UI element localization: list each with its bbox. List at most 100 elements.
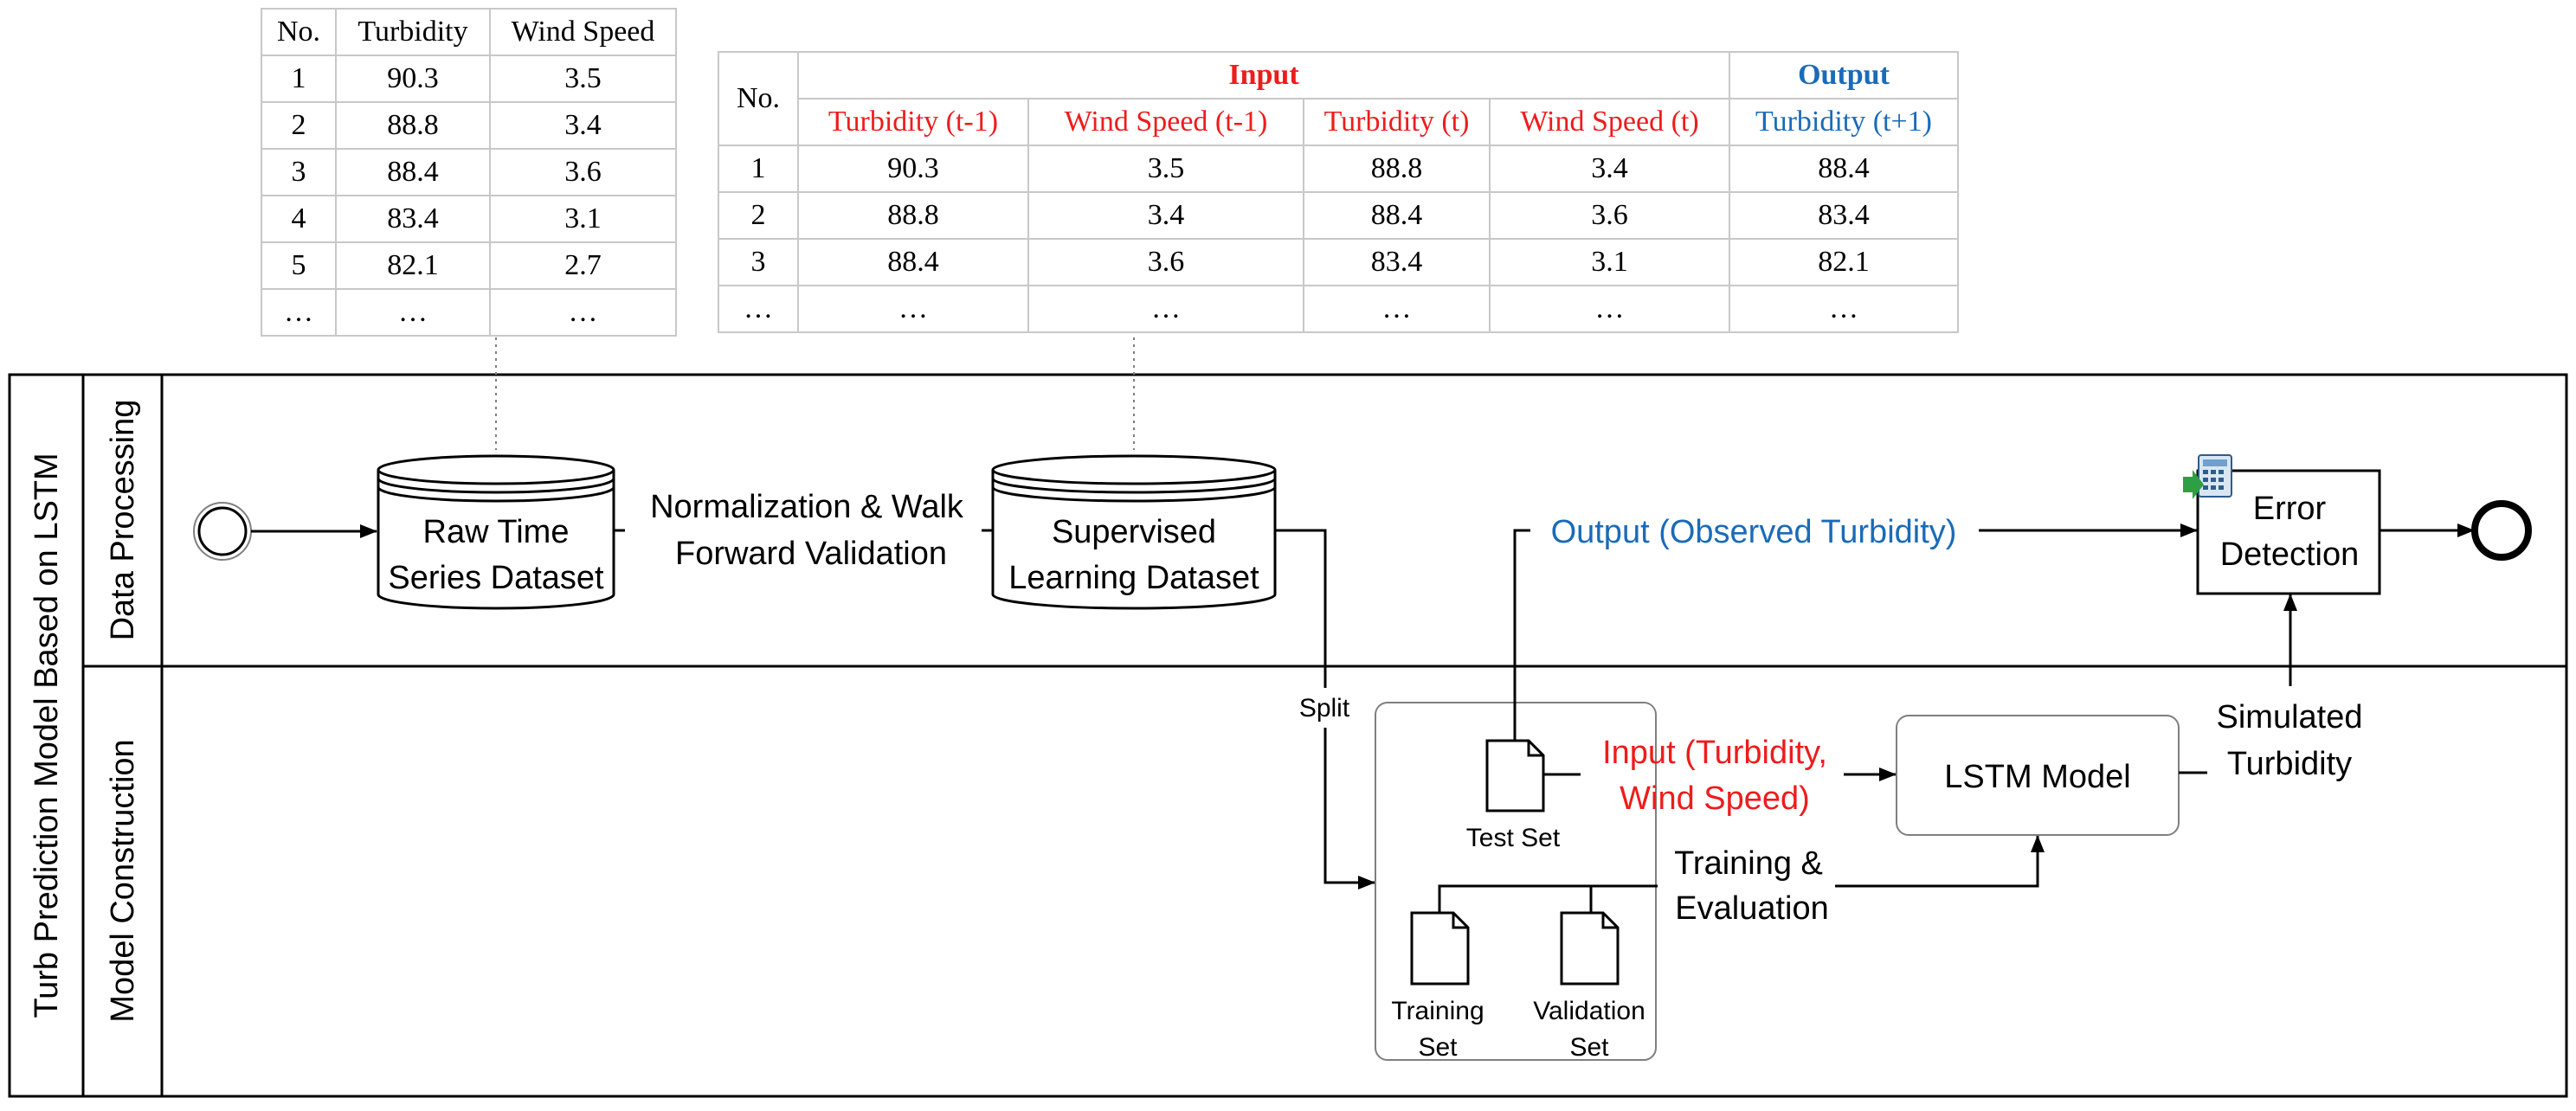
table-header-row: No. Input Output xyxy=(718,51,1959,146)
training-eval-label-line1: Training & xyxy=(1674,845,1823,882)
supervised-data-table: No. Input Output Turbidity (t-1) Wind Sp… xyxy=(718,51,1959,333)
table-header-cell: Wind Speed xyxy=(489,8,677,56)
table-row: … … … xyxy=(261,288,677,337)
table-row: 3 88.4 3.6 xyxy=(261,148,677,196)
pool-border xyxy=(8,373,2568,1098)
table-header-cell: No. xyxy=(261,8,337,56)
training-set-label-line1: Training xyxy=(1391,997,1484,1025)
output-observed-label: Output (Observed Turbidity) xyxy=(1551,514,1957,550)
raw-dataset-label-line1: Raw Time xyxy=(423,514,570,550)
validation-set-document-icon xyxy=(1560,911,1620,986)
table-cell: 3.4 xyxy=(489,101,677,150)
table-cell: 3.5 xyxy=(489,55,677,103)
table-cell: … xyxy=(797,285,1029,333)
split-label: Split xyxy=(1299,694,1350,722)
test-set-document-icon xyxy=(1485,739,1545,812)
table-cell: 3.4 xyxy=(1027,191,1304,240)
training-set-label-line2: Set xyxy=(1418,1033,1458,1062)
table-row: 1 90.3 3.5 88.8 3.4 88.4 xyxy=(718,144,1959,193)
table-cell: 88.8 xyxy=(797,191,1029,240)
input-label-line1: Input (Turbidity, xyxy=(1602,735,1827,771)
table-cell: 88.4 xyxy=(797,238,1029,286)
test-set-label: Test Set xyxy=(1466,824,1561,852)
table-header-cell: Turbidity (t+1) xyxy=(1729,98,1959,146)
table-cell: 83.4 xyxy=(1729,191,1959,240)
table-cell: 82.1 xyxy=(1729,238,1959,286)
lstm-model-label: LSTM Model xyxy=(1944,759,2130,795)
pool-label: Turb Prediction Model Based on LSTM xyxy=(29,453,65,1018)
end-event xyxy=(2471,500,2532,561)
raw-dataset-store xyxy=(377,454,615,610)
table-cell: 3.4 xyxy=(1489,144,1730,193)
table-cell: 88.8 xyxy=(1303,144,1491,193)
table-cell: 83.4 xyxy=(335,195,491,243)
supervised-dataset-label-line2: Learning Dataset xyxy=(1008,560,1259,596)
table-row: 4 83.4 3.1 xyxy=(261,195,677,243)
start-event xyxy=(193,502,252,561)
table-cell: 1 xyxy=(718,144,799,193)
validation-set-label-line2: Set xyxy=(1569,1033,1609,1062)
calculator-icon xyxy=(2183,454,2232,499)
normalization-label-line1: Normalization & Walk xyxy=(650,489,964,525)
table-cell: 3.1 xyxy=(489,195,677,243)
table-cell: … xyxy=(489,288,677,337)
lstm-model-task xyxy=(1896,715,2180,836)
validation-set-label-line1: Validation xyxy=(1533,997,1645,1025)
table-cell: 88.4 xyxy=(1303,191,1491,240)
table-cell: 83.4 xyxy=(1303,238,1491,286)
table-subheader-row: Turbidity (t-1) Wind Speed (t-1) Turbidi… xyxy=(718,98,1959,146)
table-header-cell: Turbidity xyxy=(335,8,491,56)
table-cell: … xyxy=(1729,285,1959,333)
table-cell: 82.1 xyxy=(335,241,491,290)
error-detection-label-line2: Detection xyxy=(2220,536,2360,573)
simulated-label-line2: Turbidity xyxy=(2227,746,2352,782)
table-row: 5 82.1 2.7 xyxy=(261,241,677,290)
table-cell: 90.3 xyxy=(335,55,491,103)
table-cell: 2 xyxy=(261,101,337,150)
training-set-document-icon xyxy=(1410,911,1470,986)
table-row: … … … … … … xyxy=(718,285,1959,333)
table-cell: 5 xyxy=(261,241,337,290)
supervised-dataset-store xyxy=(991,454,1277,610)
input-group-header: Input xyxy=(797,51,1730,100)
input-label-line2: Wind Speed) xyxy=(1620,780,1810,817)
table-cell: … xyxy=(1303,285,1491,333)
table-row: 2 88.8 3.4 88.4 3.6 83.4 xyxy=(718,191,1959,240)
table-cell: 2 xyxy=(718,191,799,240)
table-cell: … xyxy=(1027,285,1304,333)
table-cell: 88.8 xyxy=(335,101,491,150)
lane-label-model-construction: Model Construction xyxy=(105,739,141,1022)
table-cell: 88.4 xyxy=(1729,144,1959,193)
table-cell: 3.6 xyxy=(1027,238,1304,286)
table-row: 3 88.4 3.6 83.4 3.1 82.1 xyxy=(718,238,1959,286)
flow-training-connector xyxy=(1438,884,1593,913)
training-eval-label-line2: Evaluation xyxy=(1675,890,1828,927)
raw-data-table: No. Turbidity Wind Speed 1 90.3 3.5 2 88… xyxy=(261,8,677,337)
normalization-label-line2: Forward Validation xyxy=(675,536,947,572)
normalization-label-bg xyxy=(625,481,982,578)
table-cell: 2.7 xyxy=(489,241,677,290)
table-header-cell: No. xyxy=(718,51,799,146)
table-row: 2 88.8 3.4 xyxy=(261,101,677,150)
output-group-header: Output xyxy=(1729,51,1959,100)
table-cell: … xyxy=(1489,285,1730,333)
table-header-cell: Turbidity (t) xyxy=(1303,98,1491,146)
table-cell: 90.3 xyxy=(797,144,1029,193)
split-label-bg xyxy=(1290,688,1359,728)
table-cell: 3.5 xyxy=(1027,144,1304,193)
table-cell: 3.6 xyxy=(489,148,677,196)
supervised-dataset-label-line1: Supervised xyxy=(1052,514,1216,550)
table-header-row: No. Turbidity Wind Speed xyxy=(261,8,677,56)
table-cell: … xyxy=(261,288,337,337)
table-header-cell: Turbidity (t-1) xyxy=(797,98,1029,146)
table-cell: 3.1 xyxy=(1489,238,1730,286)
table-cell: 3 xyxy=(718,238,799,286)
table-cell: 3 xyxy=(261,148,337,196)
lane-label-data-processing: Data Processing xyxy=(105,400,141,641)
table-row: 1 90.3 3.5 xyxy=(261,55,677,103)
table-cell: 4 xyxy=(261,195,337,243)
table-cell: 88.4 xyxy=(335,148,491,196)
table-cell: … xyxy=(335,288,491,337)
